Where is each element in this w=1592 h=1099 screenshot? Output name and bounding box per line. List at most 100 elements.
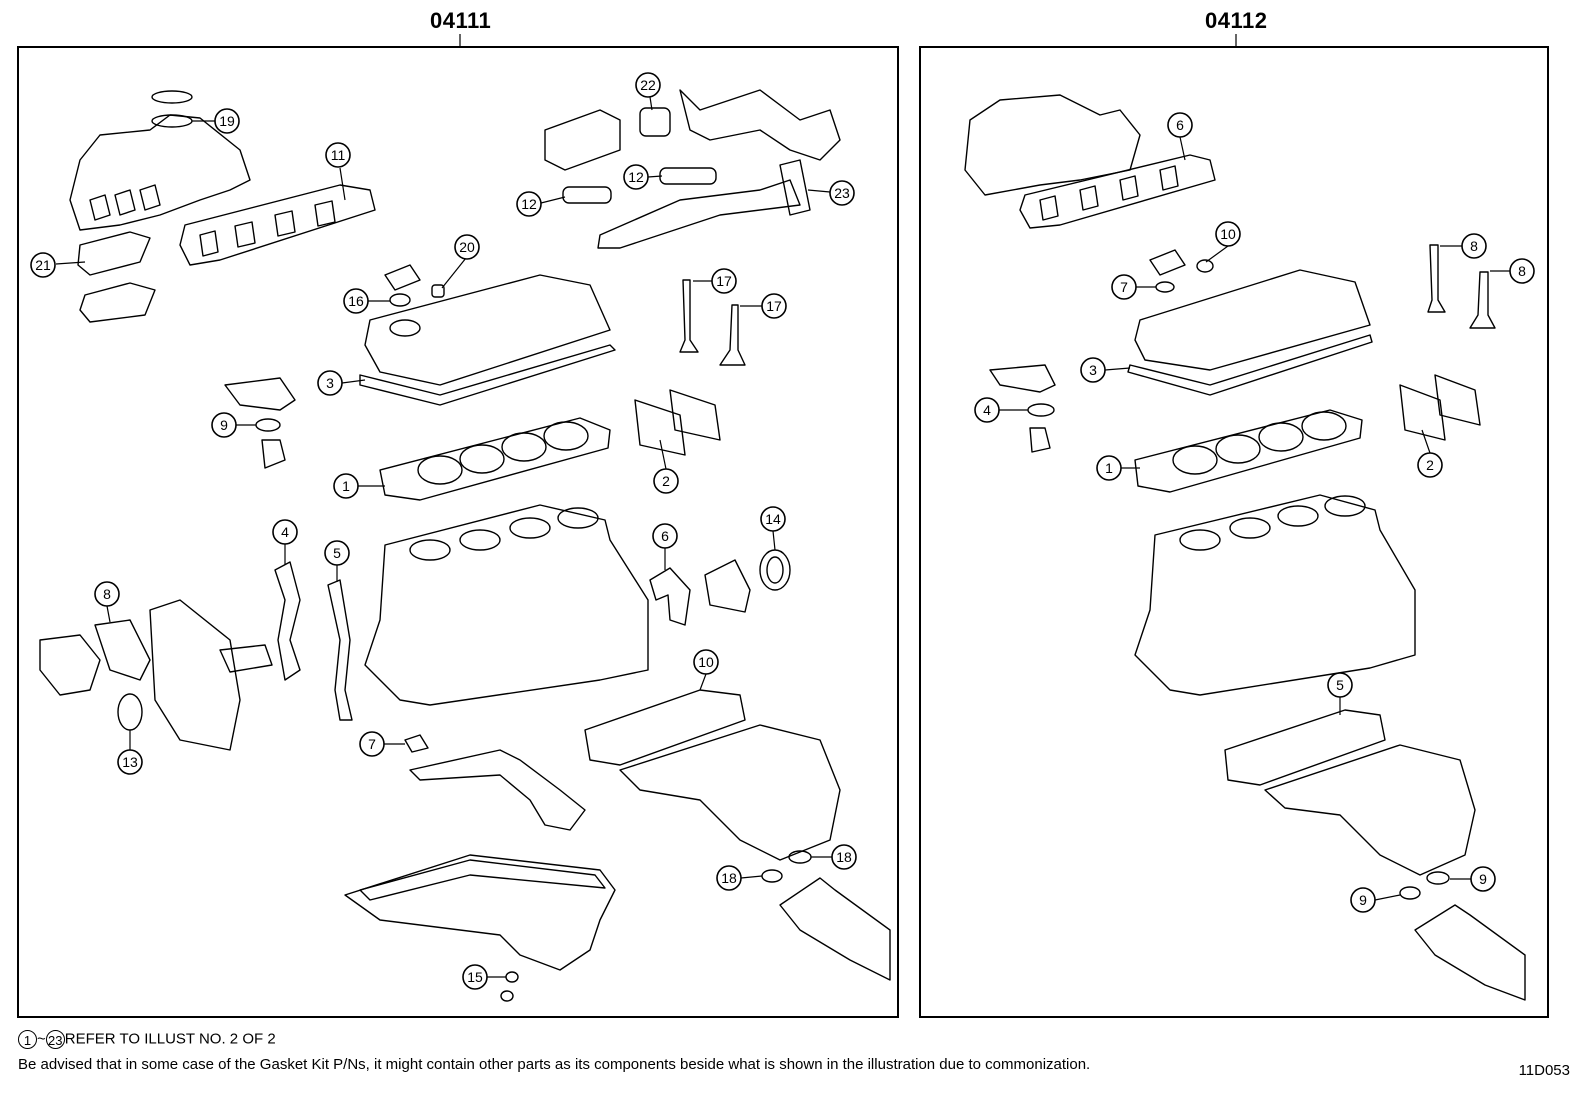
callout-9: 9	[211, 412, 237, 438]
right-parts	[964, 94, 1526, 1001]
svg-text:10: 10	[698, 654, 714, 670]
svg-text:6: 6	[661, 528, 669, 544]
callout-8: 8	[94, 581, 120, 607]
engine-block-part-right	[1134, 494, 1416, 696]
range-start-circle: 1	[18, 1030, 37, 1049]
callout-r8-a: 8	[1461, 233, 1487, 259]
svg-text:18: 18	[721, 870, 737, 886]
engine-block-part	[364, 504, 649, 706]
svg-text:17: 17	[716, 273, 732, 289]
head-gasket-part-right	[1134, 409, 1363, 493]
panel-frame-04112	[919, 46, 1549, 1018]
svg-text:5: 5	[1336, 677, 1344, 693]
head-gasket-part	[379, 417, 611, 501]
svg-text:2: 2	[1426, 457, 1434, 473]
callout-5: 5	[324, 540, 350, 566]
svg-text:8: 8	[1470, 238, 1478, 254]
svg-text:1: 1	[342, 478, 350, 494]
svg-text:12: 12	[628, 169, 644, 185]
callout-r9-a: 9	[1350, 887, 1376, 913]
svg-text:9: 9	[1479, 871, 1487, 887]
svg-text:4: 4	[281, 524, 289, 540]
callout-15: 15	[462, 964, 488, 990]
svg-text:3: 3	[1089, 362, 1097, 378]
svg-text:20: 20	[459, 239, 475, 255]
svg-text:17: 17	[766, 298, 782, 314]
advisory-note: Be advised that in some case of the Gask…	[18, 1056, 1091, 1073]
callout-17-b: 17	[761, 293, 787, 319]
svg-text:13: 13	[122, 754, 138, 770]
callout-2: 2	[653, 468, 679, 494]
panel-label-04111: 04111	[430, 8, 492, 33]
callout-r2: 2	[1417, 452, 1443, 478]
callout-22: 22	[635, 72, 661, 98]
valve-cover-part	[364, 274, 611, 386]
panel-frame-04111	[17, 46, 899, 1018]
callout-r4: 4	[974, 397, 1000, 423]
svg-text:22: 22	[640, 77, 656, 93]
svg-text:7: 7	[1120, 279, 1128, 295]
callout-3: 3	[317, 370, 343, 396]
callout-r7: 7	[1111, 274, 1137, 300]
svg-text:2: 2	[662, 473, 670, 489]
callout-18-a: 18	[716, 865, 742, 891]
callout-21: 21	[30, 252, 56, 278]
range-end-circle: 23	[45, 1030, 65, 1049]
refer-text: REFER TO ILLUST NO. 2 OF 2	[64, 1030, 276, 1048]
callout-19: 19	[214, 108, 240, 134]
right-callouts: 6 10 7 8 8 3 4 1 2 5 9 9	[974, 112, 1535, 913]
left-parts	[39, 89, 891, 1002]
svg-text:12: 12	[521, 196, 537, 212]
callout-r3: 3	[1080, 357, 1106, 383]
svg-text:11: 11	[331, 147, 346, 163]
illustration-code: 11D053	[1518, 1062, 1570, 1079]
intake-gasket-part-right	[1019, 154, 1216, 229]
exhaust-manifold-part	[584, 689, 746, 766]
callout-13: 13	[117, 749, 143, 775]
panel-label-04112: 04112	[1205, 8, 1268, 33]
callout-23: 23	[829, 180, 855, 206]
callout-r10: 10	[1215, 221, 1241, 247]
svg-text:9: 9	[1359, 892, 1367, 908]
callout-12-a: 12	[516, 191, 542, 217]
svg-text:8: 8	[1518, 263, 1526, 279]
exhaust-manifold-part-right	[1224, 709, 1386, 786]
svg-text:16: 16	[348, 293, 364, 309]
svg-text:15: 15	[467, 969, 483, 985]
svg-text:18: 18	[836, 849, 852, 865]
callout-r1: 1	[1096, 455, 1122, 481]
left-callouts: 19 11 21 22 12 12 23 20 16 17 17 3 9 1 2…	[30, 72, 857, 990]
callout-r6: 6	[1167, 112, 1193, 138]
callout-16: 16	[343, 288, 369, 314]
oil-pan-part	[344, 854, 616, 971]
callout-10: 10	[693, 649, 719, 675]
callout-4: 4	[272, 519, 298, 545]
intake-gasket-part	[179, 184, 376, 266]
svg-text:8: 8	[103, 586, 111, 602]
range-tilde: ~	[37, 1030, 46, 1048]
callout-20: 20	[454, 234, 480, 260]
callout-r9-b: 9	[1470, 866, 1496, 892]
svg-text:7: 7	[368, 736, 376, 752]
valve-cover-part-right	[1134, 269, 1371, 371]
callout-14: 14	[760, 506, 786, 532]
callout-6: 6	[652, 523, 678, 549]
callout-18-b: 18	[831, 844, 857, 870]
svg-text:10: 10	[1220, 226, 1236, 242]
callout-7: 7	[359, 731, 385, 757]
svg-text:3: 3	[326, 375, 334, 391]
svg-text:19: 19	[219, 113, 235, 129]
callout-11: 11	[325, 142, 351, 168]
svg-text:14: 14	[765, 511, 781, 527]
svg-text:6: 6	[1176, 117, 1184, 133]
svg-text:5: 5	[333, 545, 341, 561]
callout-r8-b: 8	[1509, 258, 1535, 284]
callout-17-a: 17	[711, 268, 737, 294]
svg-text:23: 23	[834, 185, 850, 201]
svg-text:4: 4	[983, 402, 991, 418]
svg-text:1: 1	[1105, 460, 1113, 476]
callout-12-b: 12	[623, 164, 649, 190]
callout-1: 1	[333, 473, 359, 499]
